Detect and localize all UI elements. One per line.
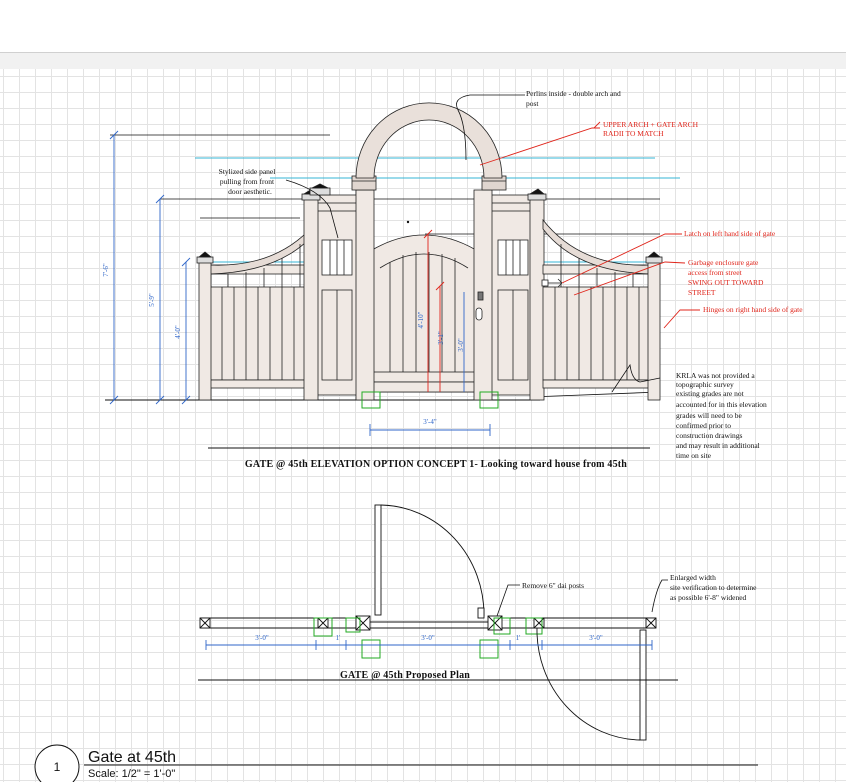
redline-swing-line-1: SWING OUT TOWARD (688, 278, 764, 287)
right-fence-panel (542, 218, 652, 389)
latch-hardware (475, 278, 563, 321)
drawing-canvas[interactable] (0, 69, 846, 782)
plan-note-enlarged-line-3: as possible 6'-8" widened (670, 593, 747, 602)
redline-latch: Latch on left hand side of gate (684, 229, 776, 238)
latch-height-dim: 3'-0" (457, 338, 465, 352)
plan-note-enlarged: Enlarged width site verification to dete… (670, 573, 757, 602)
right-end-post (645, 251, 663, 401)
sheet-title: Gate at 45th (88, 749, 176, 766)
note-leaders (285, 94, 661, 393)
note-side-panel-line-3: door aesthetic. (228, 187, 272, 196)
note-perlins: Perlins inside - double arch and post (526, 89, 621, 108)
plan-new-posts (313, 617, 543, 659)
redline-swing-line-2: STREET (688, 288, 716, 297)
redline-garbage: Garbage enclosure gate access from stree… (688, 258, 764, 297)
redline-arch-radii-line-2: RADII TO MATCH (603, 129, 664, 138)
gate-elevation: 7'-6" 5'-9" 4'-0" 4'-10" 3'-1" 3'-0" 3'-… (102, 89, 803, 470)
note-side-panel-line-1: Stylized side panel (219, 167, 276, 176)
plan-note-enlarged-line-2: site verification to determine (670, 583, 757, 592)
gate-plan: 3'-0" 1' 3'-0" 1' 3'-0" Remove 6" dai po… (198, 504, 757, 741)
note-side-panel: Stylized side panel pulling from front d… (219, 167, 276, 196)
post-height-dim: 5'-9" (148, 293, 156, 307)
window-top-area (0, 0, 846, 52)
sheet-title-block: 1 Gate at 45th Scale: 1/2" = 1'-0" (34, 744, 758, 782)
note-krla-line-8: and may result in additional (676, 441, 760, 450)
overall-height-dim: 7'-6" (102, 263, 110, 277)
sheet-scale: Scale: 1/2" = 1'-0" (88, 768, 175, 780)
redline-garbage-line-1: Garbage enclosure gate (688, 258, 759, 267)
left-side-panel (301, 183, 361, 401)
plan-dim-left-small: 1' (336, 634, 341, 642)
plan-fence-line (200, 617, 656, 629)
note-krla-line-5: grades will need to be (676, 411, 742, 420)
plan-note-enlarged-line-1: Enlarged width (670, 573, 716, 582)
note-krla-line-1: KRLA was not provided a (676, 371, 755, 380)
note-perlins-line-1: Perlins inside - double arch and (526, 89, 621, 98)
plan-door-swing (374, 504, 647, 741)
new-footings (361, 391, 499, 409)
note-krla: KRLA was not provided a topographic surv… (676, 371, 767, 460)
plan-note-remove-posts: Remove 6" dai posts (522, 581, 584, 590)
left-end-post (196, 251, 214, 401)
plan-dim-right-small: 1' (516, 634, 521, 642)
note-krla-line-3: existing grades are not (676, 389, 745, 398)
redline-garbage-line-2: access from street (688, 268, 743, 277)
note-krla-line-4: accounted for in this elevation (676, 400, 767, 409)
sheet-number-bubble (34, 744, 80, 782)
opening-width-dim: 3'-4" (423, 418, 437, 426)
sheet-number: 1 (54, 760, 61, 774)
note-krla-line-6: confirmed prior to (676, 421, 731, 430)
plan-dim-right: 3'-0" (589, 634, 603, 642)
gate-lower-height-dim: 3'-1" (437, 331, 445, 345)
redline-arch-radii: UPPER ARCH + GATE ARCH RADII TO MATCH (603, 120, 699, 138)
left-fence-panel (209, 218, 319, 389)
plan-leader-remove (496, 584, 520, 617)
redline-arch-radii-line-1: UPPER ARCH + GATE ARCH (603, 120, 699, 129)
arch-posts (351, 102, 507, 401)
note-side-panel-line-2: pulling from front (220, 177, 275, 186)
note-krla-line-7: construction drawings (676, 431, 743, 440)
fence-height-dim: 4'-0" (174, 325, 182, 339)
red-leaders (479, 121, 700, 329)
elevation-dimensions (109, 130, 491, 436)
note-krla-line-9: time on site (676, 451, 712, 460)
elevation-red-dimensions (423, 229, 445, 392)
redline-hinges: Hinges on right hand side of gate (703, 305, 803, 314)
note-perlins-line-2: post (526, 99, 539, 108)
note-krla-line-2: topographic survey (676, 380, 734, 389)
gate-leaf-height-dim: 4'-10" (417, 311, 425, 328)
plan-caption: GATE @ 45th Proposed Plan (340, 670, 470, 681)
right-side-panel (487, 188, 547, 401)
plan-dimensions (205, 640, 653, 650)
plan-dim-left: 3'-0" (255, 634, 269, 642)
plan-dim-center: 3'-0" (421, 634, 435, 642)
elevation-caption: GATE @ 45th ELEVATION OPTION CONCEPT 1- … (245, 459, 627, 470)
plan-leader-enlarged (651, 579, 668, 613)
